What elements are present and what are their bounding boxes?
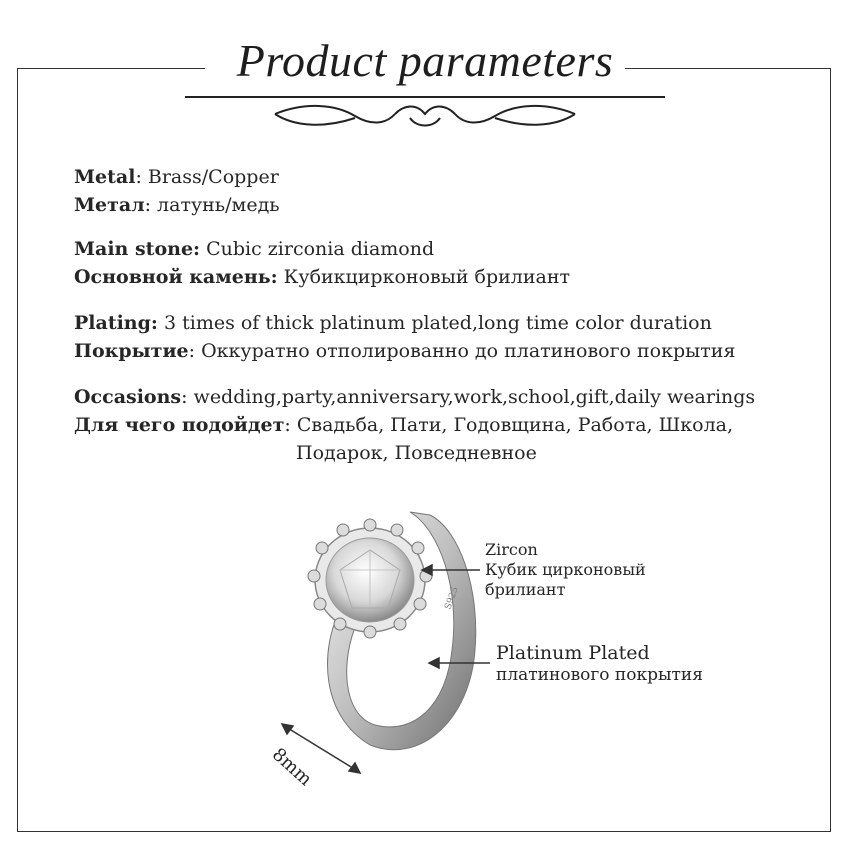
title-backdrop (205, 55, 625, 95)
spec-label: Метал (74, 194, 145, 216)
zircon-label-en: Zircon (485, 540, 538, 559)
spec-label: Покрытие (74, 340, 189, 362)
ring-band (327, 511, 477, 751)
spec-value: : латунь/медь (144, 194, 280, 216)
spec-stone-ru: Основной камень: Кубикцирконовый брилиан… (74, 264, 570, 290)
flourish-ornament (185, 96, 665, 127)
ring-illustration: S925 (307, 511, 477, 751)
zircon-label-ru-1: Кубик цирконовый (485, 560, 646, 579)
spec-stone-en: Main stone: Cubic zirconia diamond (74, 236, 434, 262)
zircon-label-ru-2: брилиант (485, 580, 566, 599)
spec-label: Occasions (74, 386, 182, 408)
spec-plating-ru: Покрытие: Оккуратно отполированно до пла… (74, 338, 735, 364)
spec-value: : Brass/Copper (135, 166, 279, 188)
spec-value: : wedding,party,anniversary,work,school,… (181, 386, 756, 408)
spec-label: Metal (74, 166, 136, 188)
spec-metal-ru: Метал: латунь/медь (74, 192, 280, 218)
spec-metal-en: Metal: Brass/Copper (74, 164, 279, 190)
plated-label-en: Platinum Plated (496, 642, 650, 664)
prongs (307, 518, 433, 639)
plated-label-ru: платинового покрытия (496, 665, 703, 685)
gem-setting (314, 527, 426, 633)
spec-value: Cubic zirconia diamond (200, 238, 435, 260)
plating-callout: Platinum Plated платинового покрытия (496, 642, 703, 686)
spec-label: Main stone: (74, 238, 201, 260)
page-title: Product parameters (236, 35, 614, 86)
spec-value: 3 times of thick platinum plated,long ti… (157, 312, 712, 334)
spec-label: Основной камень: (74, 266, 278, 288)
spec-occasions-ru: Для чего подойдет: Свадьба, Пати, Годовщ… (74, 412, 733, 438)
spec-occasions-en: Occasions: wedding,party,anniversary,wor… (74, 384, 755, 410)
spec-value: : Оккуратно отполированно до платинового… (188, 340, 736, 362)
spec-value: Кубикцирконовый брилиант (277, 266, 571, 288)
spec-label: Plating: (74, 312, 158, 334)
spec-occasions-ru-cont: Подарок, Повседневное (296, 442, 537, 464)
zircon-callout: Zircon Кубик цирконовый брилиант (485, 540, 646, 600)
spec-plating-en: Plating: 3 times of thick platinum plate… (74, 310, 712, 336)
spec-value: : Свадьба, Пати, Годовщина, Работа, Школ… (284, 414, 734, 436)
spec-label: Для чего подойдет (74, 414, 285, 436)
